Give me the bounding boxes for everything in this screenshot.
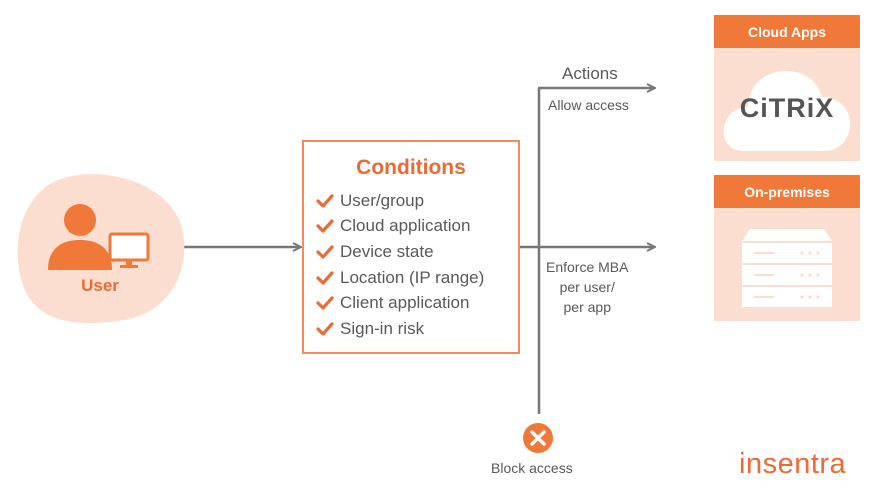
user-computer-icon (48, 204, 150, 270)
cloud-apps-panel: Cloud Apps CiTRiX (714, 15, 860, 161)
check-icon (316, 296, 334, 310)
condition-item: Location (IP range) (316, 265, 484, 291)
on-premises-title: On-premises (714, 175, 860, 208)
condition-label: Location (IP range) (340, 267, 485, 287)
user-label: User (81, 276, 119, 295)
allow-access-label: Allow access (548, 97, 629, 113)
condition-label: Device state (340, 241, 434, 261)
condition-item: Sign-in risk (316, 316, 484, 342)
conditions-title: Conditions (356, 156, 466, 179)
condition-item: Client application (316, 290, 484, 316)
on-premises-panel: On-premises (714, 175, 860, 321)
condition-label: Cloud application (340, 216, 471, 236)
block-access-label: Block access (491, 460, 573, 476)
condition-label: Client application (340, 293, 470, 313)
check-icon (316, 194, 334, 208)
enforce-line: Enforce MBA (546, 259, 629, 275)
cloud-icon (723, 71, 851, 151)
condition-item: Cloud application (316, 214, 484, 240)
check-icon (316, 322, 334, 336)
server-icon (742, 229, 832, 307)
enforce-line: per user/ (559, 279, 615, 295)
condition-item: Device state (316, 239, 484, 265)
cloud-apps-title: Cloud Apps (714, 15, 860, 48)
condition-label: User/group (340, 190, 425, 210)
condition-label: Sign-in risk (340, 318, 425, 338)
block-x-icon (523, 423, 553, 453)
condition-item: User/group (316, 188, 484, 214)
check-icon (316, 245, 334, 259)
actions-title: Actions (562, 64, 618, 83)
conditions-box: Conditions User/group Cloud application … (302, 140, 520, 354)
conditions-list: User/group Cloud application Device stat… (316, 188, 484, 342)
insentra-logo: insentra (739, 448, 847, 480)
enforce-line: per app (563, 299, 611, 315)
enforce-mba-label: Enforce MBA per user/ per app (546, 257, 628, 317)
check-icon (316, 219, 334, 233)
citrix-logo: CiTRiX (739, 93, 835, 123)
check-icon (316, 270, 334, 285)
